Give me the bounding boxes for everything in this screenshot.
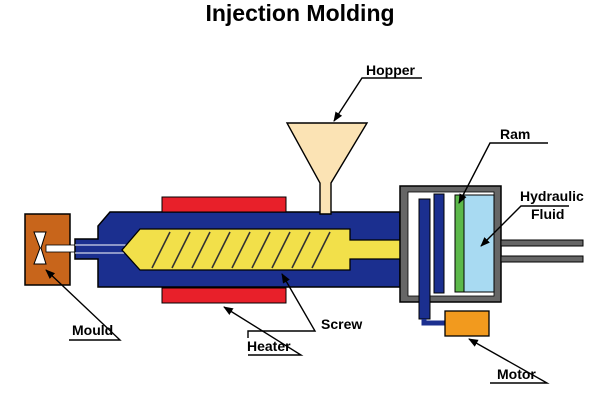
piston-rod <box>500 239 584 263</box>
mould-leader <box>45 269 122 341</box>
motor <box>444 310 490 337</box>
label-heater: Heater <box>247 338 291 354</box>
screw-flights <box>151 231 331 269</box>
hopper-leader <box>333 77 422 122</box>
mould <box>24 213 81 286</box>
label-ram: Ram <box>500 126 530 142</box>
ram-leader <box>458 142 548 204</box>
gear-plate <box>433 193 445 294</box>
motor-leader <box>468 338 550 384</box>
label-motor: Motor <box>497 366 536 382</box>
label-fluid: Fluid <box>531 206 564 222</box>
hydraulic-fluid <box>463 194 495 293</box>
label-hydraulic: Hydraulic <box>520 188 584 204</box>
heater-bottom <box>161 287 287 304</box>
hopper <box>285 122 369 215</box>
drive-shaft <box>418 198 431 320</box>
heater-top <box>161 196 287 213</box>
ram <box>454 194 465 293</box>
motor-linkage <box>421 319 448 326</box>
label-hopper: Hopper <box>366 62 416 78</box>
heater-leader <box>223 306 304 356</box>
diagram-title: Injection Molding <box>205 0 394 26</box>
label-mould: Mould <box>72 322 113 338</box>
hydraulic-housing <box>399 185 502 320</box>
screw-leader <box>247 273 317 338</box>
hydraulic-fluid-leader <box>480 205 569 247</box>
label-screw: Screw <box>321 316 362 332</box>
